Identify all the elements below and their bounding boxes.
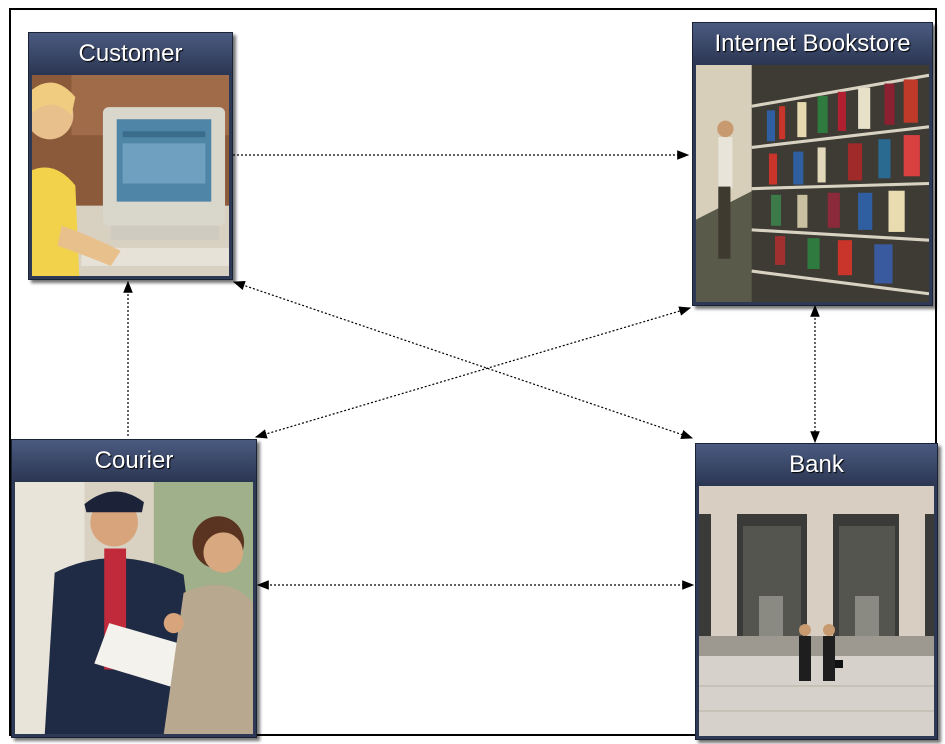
- bank-image: [699, 486, 934, 736]
- customer-node: Customer: [28, 32, 233, 280]
- courier-label: Courier: [12, 440, 256, 482]
- bank-node: Bank: [695, 443, 938, 740]
- bookstore-node: Internet Bookstore: [692, 22, 933, 306]
- customer-image: [32, 75, 229, 276]
- bank-label: Bank: [696, 444, 937, 486]
- bookstore-image: [696, 65, 929, 302]
- bookstore-label: Internet Bookstore: [693, 23, 932, 65]
- courier-image: [15, 482, 253, 734]
- customer-label: Customer: [29, 33, 232, 75]
- courier-node: Courier: [11, 439, 257, 738]
